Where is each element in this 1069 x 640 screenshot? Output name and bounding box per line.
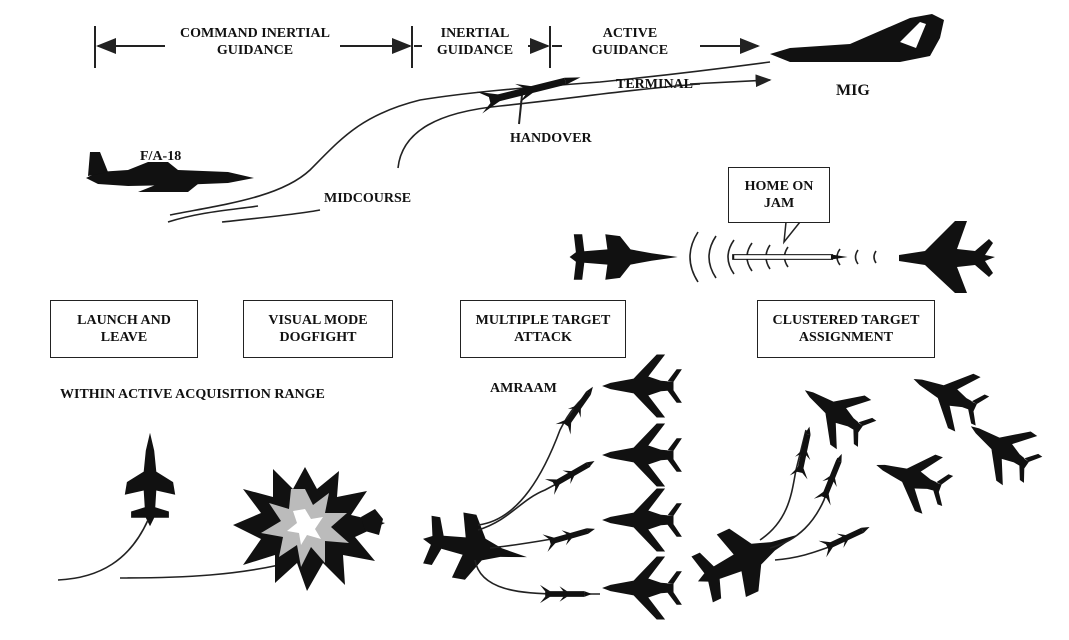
missile-icon (542, 520, 598, 552)
missile-trajectories (474, 391, 600, 595)
fighter-jet-icon (602, 556, 682, 620)
mig-label: MIG (836, 82, 870, 99)
handover-label: HANDOVER (510, 131, 592, 146)
fighter-jet-icon (569, 234, 678, 280)
home-on-jam-callout: HOME ON JAM (728, 167, 830, 223)
missile-icon (544, 453, 600, 495)
guidance-timeline (94, 26, 760, 68)
fighter-jet-icon (899, 221, 995, 293)
fighter-jet-icon (900, 351, 996, 439)
missile-icon (540, 584, 592, 604)
fighter-jet-icon (602, 423, 682, 487)
fighter-jet-icon (423, 512, 527, 580)
launch-trajectory (57, 519, 149, 581)
engagement-trajectory (119, 559, 301, 579)
missile-icon (818, 518, 874, 558)
fighter-jet-icon (866, 436, 958, 520)
terminal-label: TERMINAL (616, 77, 694, 92)
fighter-jet-icon (953, 401, 1051, 495)
fighter-jet-icon (770, 14, 944, 62)
fa18-label: F/A-18 (140, 149, 182, 164)
explosion-icon (233, 467, 385, 591)
phase-command-inertial-label: COMMAND INERTIAL GUIDANCE (179, 26, 330, 58)
phase-inertial-label: INERTIAL GUIDANCE (436, 26, 514, 58)
fighter-jet-icon (124, 432, 176, 527)
mode-launch-and-leave: LAUNCH AND LEAVE (50, 300, 198, 358)
midcourse-label: MIDCOURSE (324, 191, 412, 206)
missile-icon (813, 450, 851, 506)
amraam-label: AMRAAM (490, 381, 557, 396)
fighter-jet-icon (86, 152, 254, 192)
fighter-jet-icon (602, 354, 682, 418)
mode-clustered-target-assignment: CLUSTERED TARGET ASSIGNMENT (757, 300, 935, 358)
mode-multiple-target-attack: MULTIPLE TARGET ATTACK (460, 300, 626, 358)
handover-tick (518, 94, 523, 125)
midcourse-trajectory (167, 61, 772, 223)
fighter-jet-icon (602, 488, 682, 552)
missile-icon (732, 254, 848, 260)
mode-visual-dogfight: VISUAL MODE DOGFIGHT (243, 300, 393, 358)
phase-active-label: ACTIVE GUIDANCE (591, 26, 669, 58)
missile-icon (789, 424, 819, 480)
within-range-label: WITHIN ACTIVE ACQUISITION RANGE (60, 387, 325, 402)
callout-pointer (783, 221, 802, 245)
